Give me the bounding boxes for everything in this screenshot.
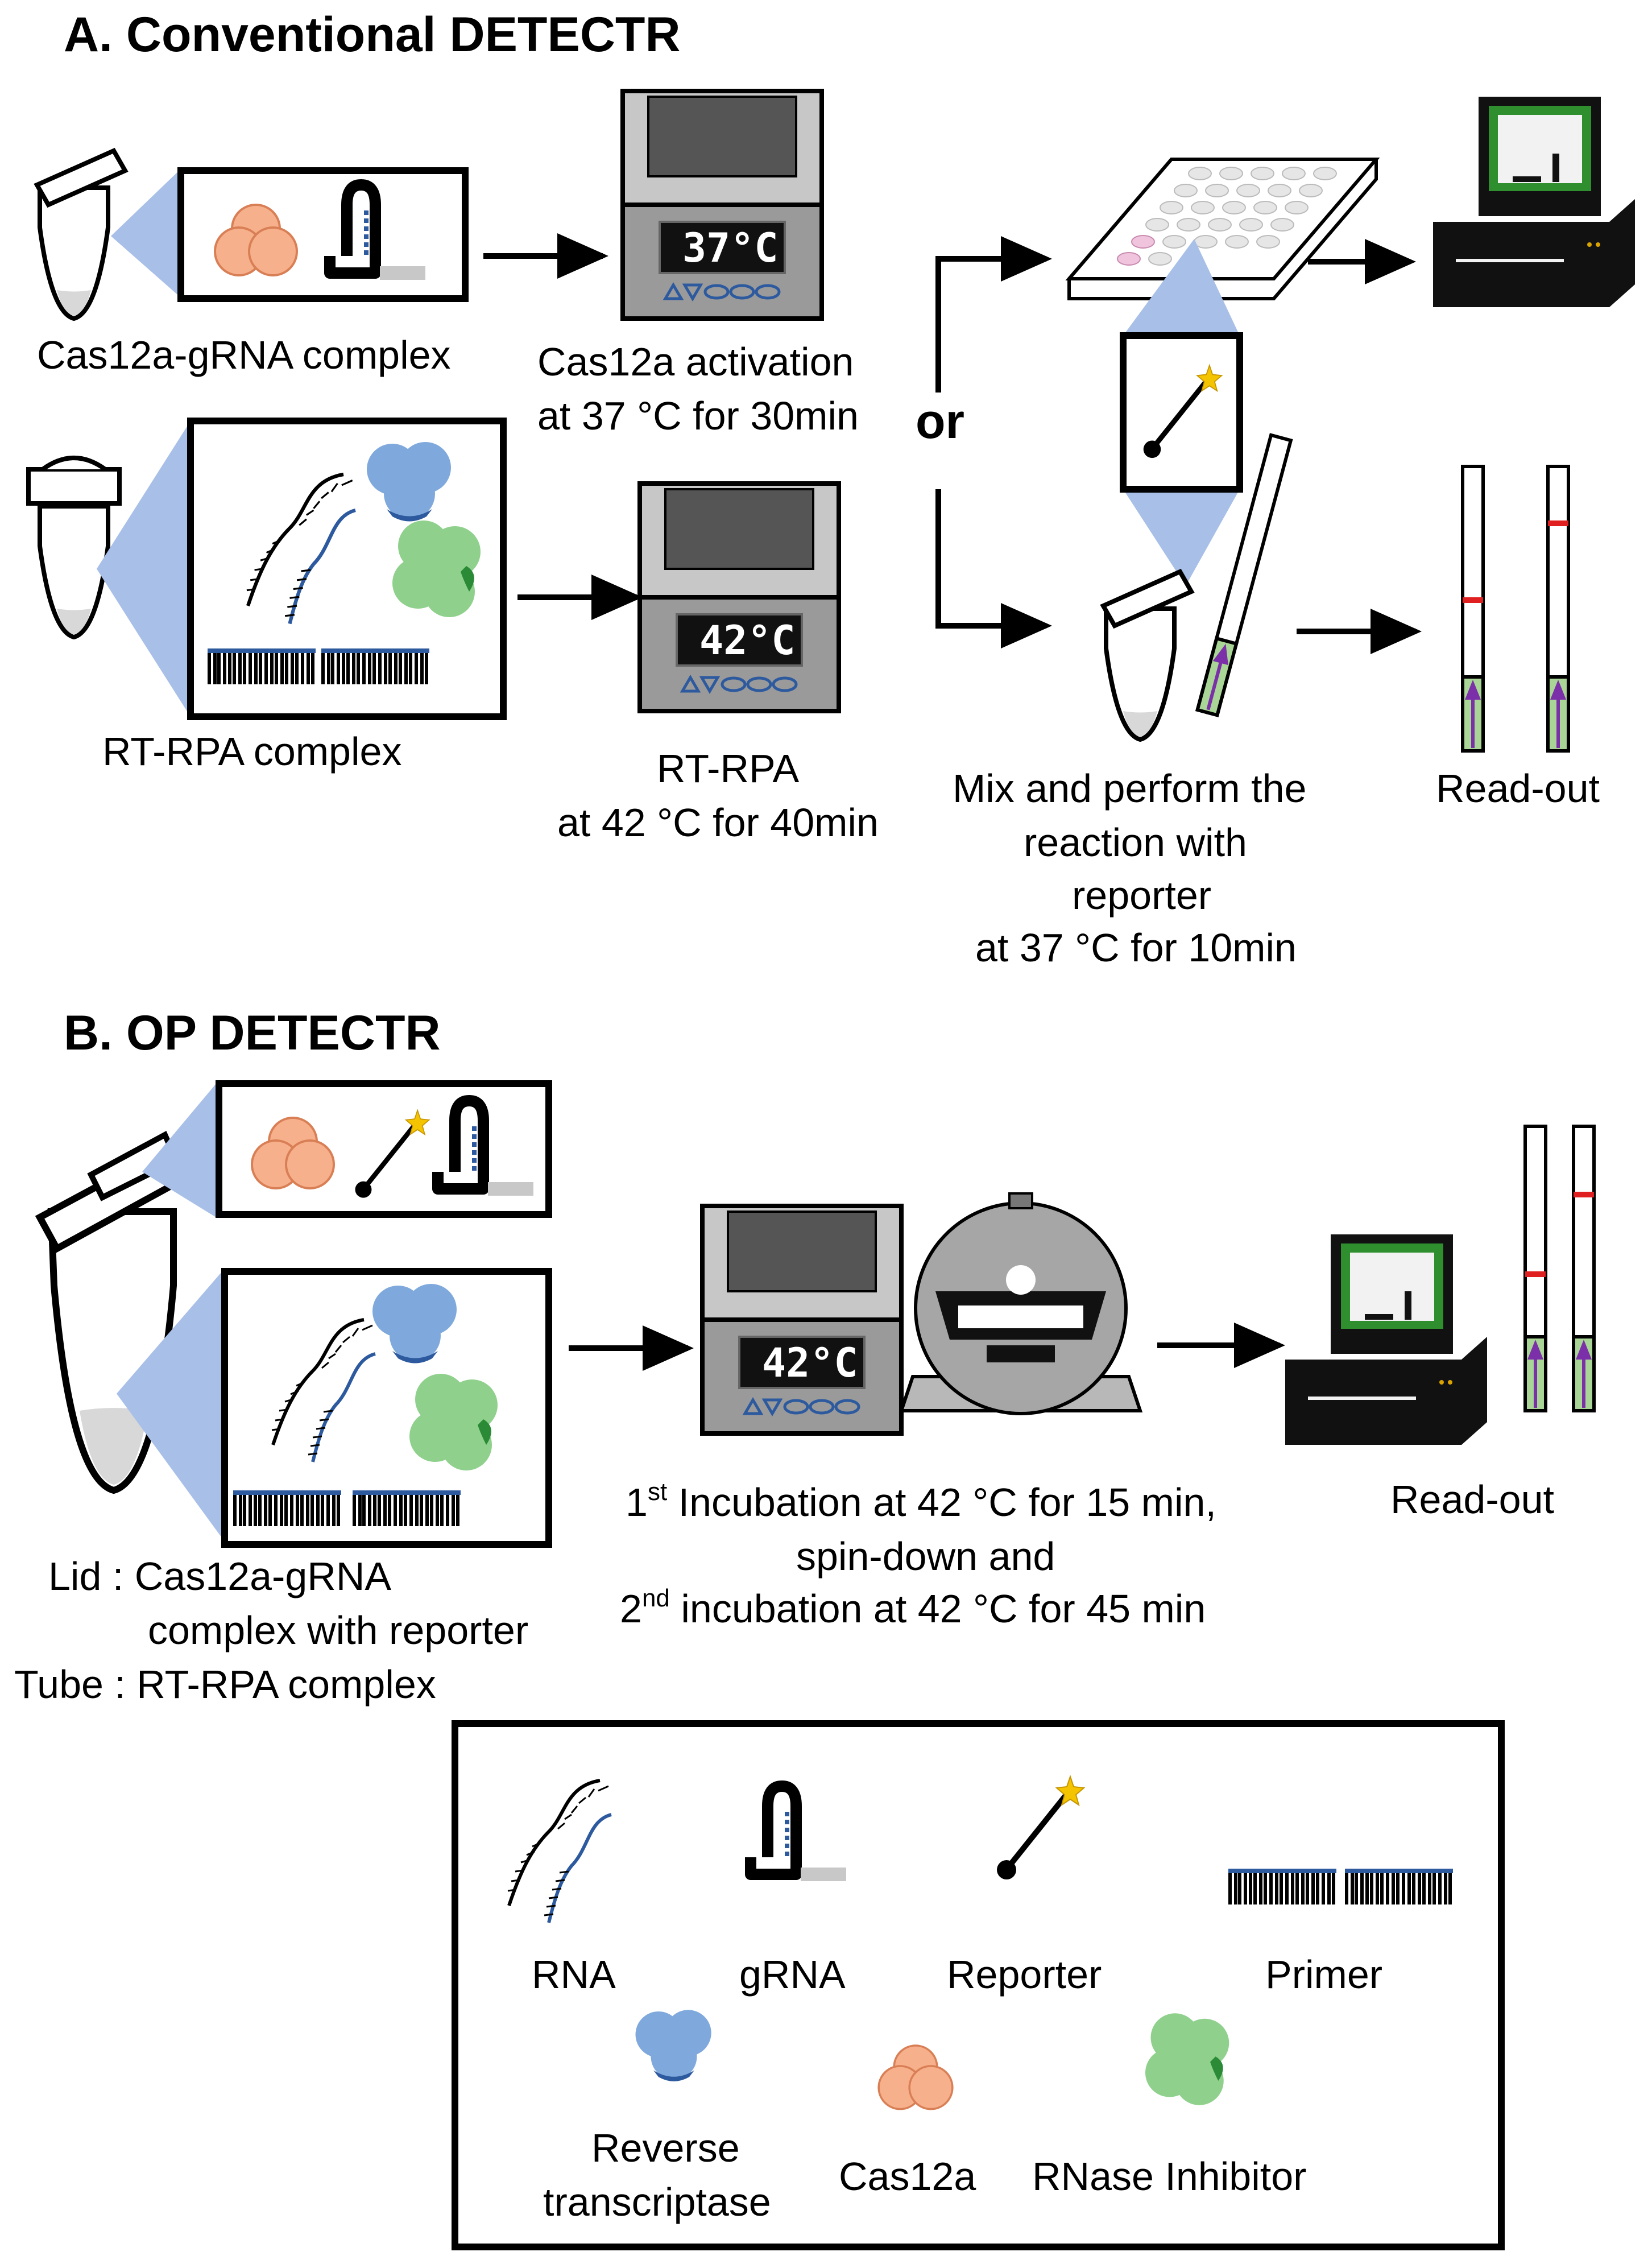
magnify-cone bbox=[1123, 239, 1240, 336]
mix-label-4: at 37 °C for 10min bbox=[975, 926, 1297, 970]
well-plate bbox=[1065, 158, 1380, 300]
legend-rna-label: RNA bbox=[532, 1952, 616, 1997]
legend-rnase-icon bbox=[1145, 2013, 1229, 2105]
lid-label-1: Lid : Cas12a-gRNA bbox=[48, 1554, 391, 1598]
or-label: or bbox=[916, 394, 964, 449]
readout-strip bbox=[1574, 1126, 1594, 1411]
display-42-b: 42°C bbox=[762, 1340, 858, 1386]
panel-b-title: B. OP DETECTR bbox=[64, 1006, 441, 1060]
plate-reader-icon bbox=[1285, 1234, 1487, 1445]
rtrpa-tube bbox=[26, 456, 122, 637]
readout-strip bbox=[1525, 1126, 1546, 1411]
readout-label-a: Read-out bbox=[1436, 766, 1600, 811]
readout-label-b: Read-out bbox=[1390, 1477, 1554, 1522]
readout-strip bbox=[1463, 466, 1483, 751]
rtrpa-label-1: RT-RPA bbox=[657, 746, 800, 791]
legend-rt-label-1: Reverse bbox=[591, 2126, 740, 2170]
magnify-cone bbox=[97, 421, 191, 717]
rnase-inhibitor-icon bbox=[409, 1374, 498, 1470]
display-42: 42°C bbox=[699, 617, 796, 664]
rnase-inhibitor-icon bbox=[392, 520, 481, 617]
rtrpa-complex-label: RT-RPA complex bbox=[102, 729, 401, 774]
magnify-cone bbox=[142, 1084, 216, 1217]
readout-strip bbox=[1548, 466, 1568, 751]
legend-grna-label: gRNA bbox=[739, 1952, 846, 1997]
incubation-label-2: 2nd incubation at 42 °C for 45 min bbox=[620, 1584, 1206, 1631]
legend-rnase-label: RNase Inhibitor bbox=[1032, 2154, 1306, 2199]
magnify-cone bbox=[1123, 489, 1240, 586]
incubation-label-1: 1st Incubation at 42 °C for 15 min, bbox=[626, 1478, 1216, 1525]
legend-reporter-label: Reporter bbox=[947, 1952, 1102, 1997]
legend-cas12a-label: Cas12a bbox=[839, 2154, 976, 2199]
spin-label: spin-down and bbox=[796, 1534, 1055, 1579]
magnify-cone bbox=[117, 1269, 225, 1542]
plate-reader-icon bbox=[1433, 97, 1635, 307]
legend-box bbox=[452, 1720, 1505, 2250]
legend-primer-label: Primer bbox=[1265, 1952, 1382, 1997]
tube-label: Tube : RT-RPA complex bbox=[14, 1662, 436, 1707]
centrifuge-icon bbox=[901, 1193, 1140, 1414]
rtrpa-label-2: at 42 °C for 40min bbox=[557, 800, 879, 845]
mix-label-3: reporter bbox=[1072, 873, 1211, 918]
mix-tube bbox=[1100, 568, 1195, 739]
lid-label-2: complex with reporter bbox=[148, 1608, 528, 1652]
legend-rt-label-2: transcriptase bbox=[543, 2180, 771, 2224]
mix-label-1: Mix and perform the bbox=[953, 766, 1306, 811]
activation-label-2: at 37 °C for 30min bbox=[537, 394, 859, 438]
panel-a-title: A. Conventional DETECTR bbox=[64, 7, 681, 62]
cas-complex-tube bbox=[34, 147, 129, 319]
activation-label-1: Cas12a activation bbox=[537, 340, 854, 384]
magnify-cone bbox=[111, 168, 182, 299]
display-37: 37°C bbox=[682, 225, 779, 271]
branch-arrow-bottom bbox=[935, 489, 1052, 648]
branch-arrow-top bbox=[935, 236, 1052, 393]
heat-block-37: 37°C bbox=[623, 91, 822, 319]
heat-block-42: 42°C bbox=[640, 484, 839, 711]
cas-complex-label: Cas12a-gRNA complex bbox=[37, 333, 451, 377]
mix-label-2: reaction with bbox=[1024, 820, 1247, 865]
heat-block-42-b: 42°C bbox=[702, 1206, 901, 1433]
